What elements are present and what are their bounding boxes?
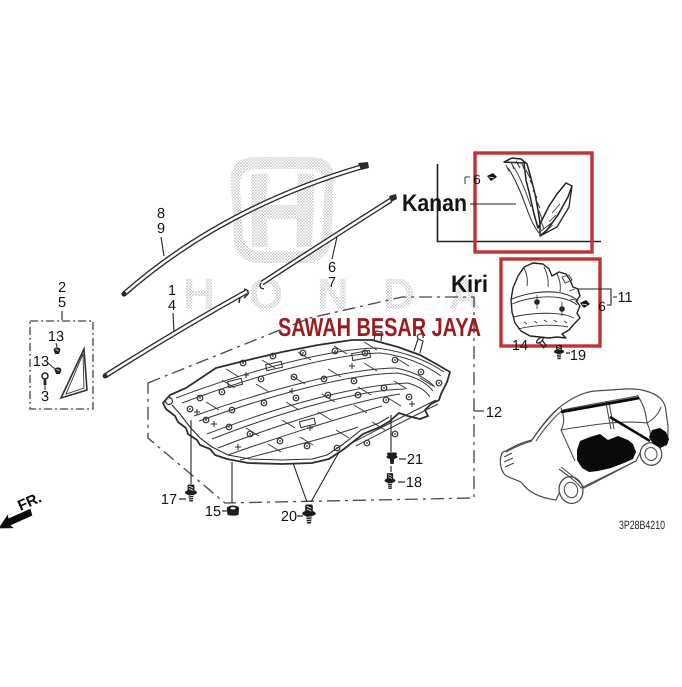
svg-text:21: 21 [407, 452, 423, 468]
svg-text:19: 19 [570, 348, 586, 364]
svg-text:13: 13 [48, 329, 64, 345]
svg-text:7: 7 [328, 275, 336, 291]
svg-text:3P28B4210: 3P28B4210 [619, 518, 665, 532]
svg-text:Kanan: Kanan [402, 190, 467, 217]
svg-text:15: 15 [205, 504, 221, 520]
svg-text:11: 11 [617, 290, 632, 306]
svg-text:2: 2 [58, 280, 66, 296]
svg-text:3: 3 [41, 389, 49, 405]
svg-text:Kiri: Kiri [451, 271, 488, 298]
svg-text:12: 12 [486, 405, 502, 421]
svg-text:20: 20 [281, 509, 297, 525]
svg-text:6: 6 [328, 260, 336, 276]
svg-text:6: 6 [473, 172, 481, 187]
svg-text:14: 14 [512, 338, 528, 354]
svg-text:HONDA: HONDA [183, 270, 514, 319]
svg-text:1: 1 [168, 283, 176, 299]
svg-text:9: 9 [157, 221, 165, 237]
svg-text:13: 13 [33, 354, 49, 370]
svg-text:SAWAH BESAR JAYA: SAWAH BESAR JAYA [278, 312, 481, 342]
svg-text:18: 18 [406, 475, 422, 491]
svg-text:5: 5 [58, 295, 66, 311]
svg-text:17: 17 [161, 492, 177, 508]
svg-text:4: 4 [168, 298, 176, 314]
svg-text:6: 6 [598, 299, 606, 314]
svg-text:8: 8 [157, 206, 165, 222]
